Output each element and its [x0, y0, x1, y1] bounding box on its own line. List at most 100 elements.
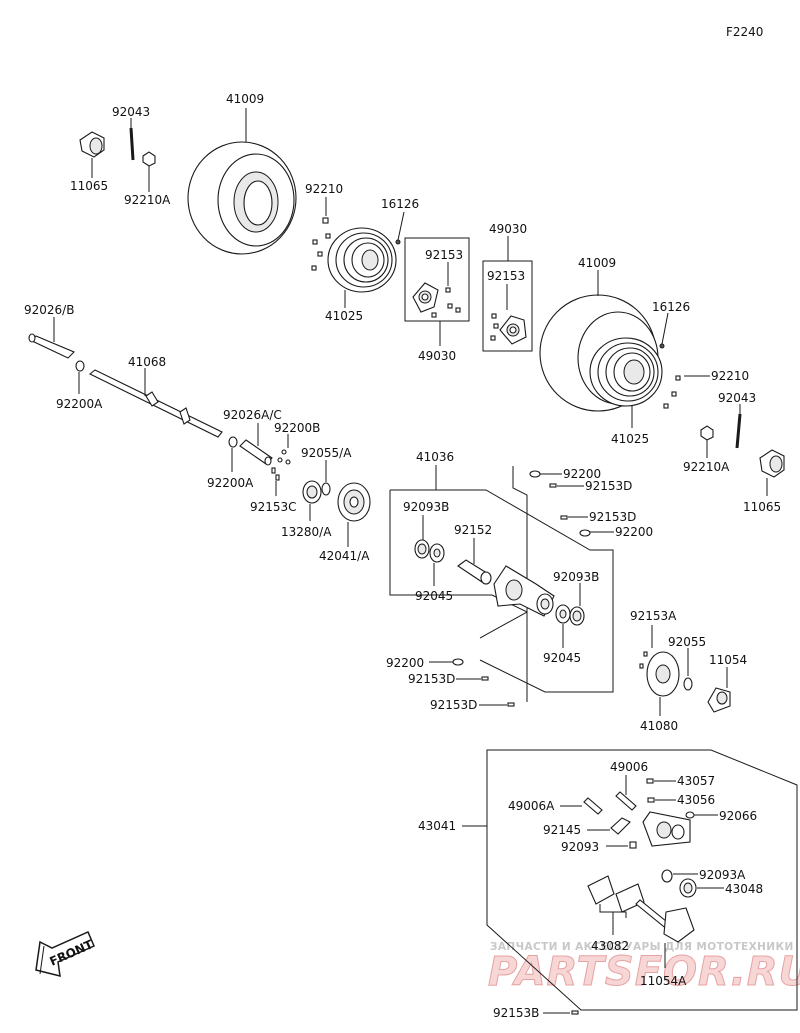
label-11065-right: 11065 — [743, 500, 781, 514]
label-16126-right: 16126 — [652, 300, 690, 314]
label-11054: 11054 — [709, 653, 747, 667]
part-42041A-sprocket — [337, 482, 371, 522]
part-92153B-bolt — [571, 1010, 579, 1015]
part-11054-bracket — [707, 687, 731, 713]
part-92093B-seal-left — [414, 539, 430, 559]
part-49006-pin — [615, 791, 637, 811]
part-92200A-washer-right — [228, 436, 238, 448]
front-arrow-icon: FRONT — [35, 931, 96, 977]
label-92043-right: 92043 — [718, 391, 756, 405]
part-13280A-hub — [302, 480, 322, 504]
part-41080-disc — [639, 651, 680, 697]
part-49006A-pin — [583, 797, 603, 815]
part-43057-boot — [646, 778, 654, 784]
part-92210A-left — [142, 151, 156, 167]
label-92200-b: 92200 — [615, 525, 653, 539]
part-92055-oring — [683, 677, 693, 691]
label-92153B: 92153B — [493, 1006, 539, 1020]
part-49030-hub-left — [404, 237, 470, 322]
part-92093A-seal — [661, 869, 673, 883]
label-49006: 49006 — [610, 760, 648, 774]
label-41080: 41080 — [640, 719, 678, 733]
label-92210A-right: 92210A — [683, 460, 730, 474]
part-41036-group-frame — [389, 466, 614, 702]
part-41025-rim-right — [589, 337, 681, 409]
label-92210-right: 92210 — [711, 369, 749, 383]
part-92210-nuts-left — [311, 217, 331, 271]
label-43041: 43041 — [418, 819, 456, 833]
label-92145: 92145 — [543, 823, 581, 837]
part-caliper-body — [642, 811, 691, 847]
watermark-tagline: ЗАПЧАСТИ И АКСЕССУАРЫ ДЛЯ МОТОТЕХНИКИ — [490, 941, 794, 953]
part-92043-right — [735, 413, 742, 449]
label-92093B-left: 92093B — [403, 500, 449, 514]
label-43082: 43082 — [591, 939, 629, 953]
part-41025-rim-left — [327, 227, 397, 293]
part-92066-bleeder — [685, 811, 695, 819]
label-92200-a: 92200 — [563, 467, 601, 481]
label-92200A-right: 92200A — [207, 476, 254, 490]
label-92055A: 92055/A — [301, 446, 352, 460]
label-92210-left: 92210 — [305, 182, 343, 196]
label-43056: 43056 — [677, 793, 715, 807]
label-41036: 41036 — [416, 450, 454, 464]
part-43082-brake-pads — [587, 875, 645, 913]
part-92093-seal — [629, 841, 637, 849]
part-92153D-bolt-c — [481, 676, 489, 681]
part-92055A-oring — [321, 482, 331, 496]
label-92093: 92093 — [561, 840, 599, 854]
label-92153-left: 92153 — [425, 248, 463, 262]
label-41025-right: 41025 — [611, 432, 649, 446]
label-49006A: 49006A — [508, 799, 555, 813]
part-92153D-bolt-d — [507, 702, 515, 707]
label-41009-right: 41009 — [578, 256, 616, 270]
label-92153C: 92153C — [250, 500, 297, 514]
part-92026B-spacer — [28, 333, 75, 359]
part-92045-bearing-left — [429, 543, 445, 563]
part-92200-washer-a — [529, 470, 541, 478]
part-92026AC-spacer — [239, 439, 273, 466]
watermark-logo: PARTSFOR.RU — [488, 949, 800, 995]
part-92152-collar — [457, 559, 492, 585]
part-11065-left — [79, 131, 105, 158]
part-92145-spring — [610, 817, 631, 835]
label-11054A: 11054A — [640, 974, 687, 988]
part-49030-hub-right — [482, 260, 533, 352]
label-49030-left: 49030 — [418, 349, 456, 363]
label-92066: 92066 — [719, 809, 757, 823]
label-92153D-b: 92153D — [589, 510, 636, 524]
label-41009-left: 41009 — [226, 92, 264, 106]
figure-code: F2240 — [726, 25, 763, 39]
part-92200A-washer-left — [75, 360, 85, 372]
label-92153D-c: 92153D — [408, 672, 455, 686]
part-43048-piston — [679, 878, 697, 898]
part-41009-tire-left — [187, 141, 297, 255]
label-92153D-a: 92153D — [585, 479, 632, 493]
label-92045-right: 92045 — [543, 651, 581, 665]
label-92200-c: 92200 — [386, 656, 424, 670]
label-13280A: 13280/A — [281, 525, 332, 539]
label-92093B-right: 92093B — [553, 570, 599, 584]
label-92210A-left: 92210A — [124, 193, 171, 207]
part-92153D-bolt-b — [560, 515, 568, 520]
label-92200A-left: 92200A — [56, 397, 103, 411]
label-92153D-d: 92153D — [430, 698, 477, 712]
label-43057: 43057 — [677, 774, 715, 788]
part-bearing-housing — [493, 565, 555, 617]
label-92152: 92152 — [454, 523, 492, 537]
part-92153D-bolt-a — [549, 483, 557, 488]
label-43048: 43048 — [725, 882, 763, 896]
part-11054A-bracket — [635, 899, 695, 943]
label-42041A: 42041/A — [319, 549, 370, 563]
part-92153C-bolts — [271, 467, 280, 481]
label-92153-right: 92153 — [487, 269, 525, 283]
label-92026B: 92026/B — [24, 303, 74, 317]
part-92200-washer-b — [579, 529, 591, 537]
part-92093B-seal-right — [569, 606, 585, 626]
label-16126-left: 16126 — [381, 197, 419, 211]
part-43056-boot — [647, 797, 655, 803]
label-41068: 41068 — [128, 355, 166, 369]
label-92055: 92055 — [668, 635, 706, 649]
label-92093A: 92093A — [699, 868, 746, 882]
